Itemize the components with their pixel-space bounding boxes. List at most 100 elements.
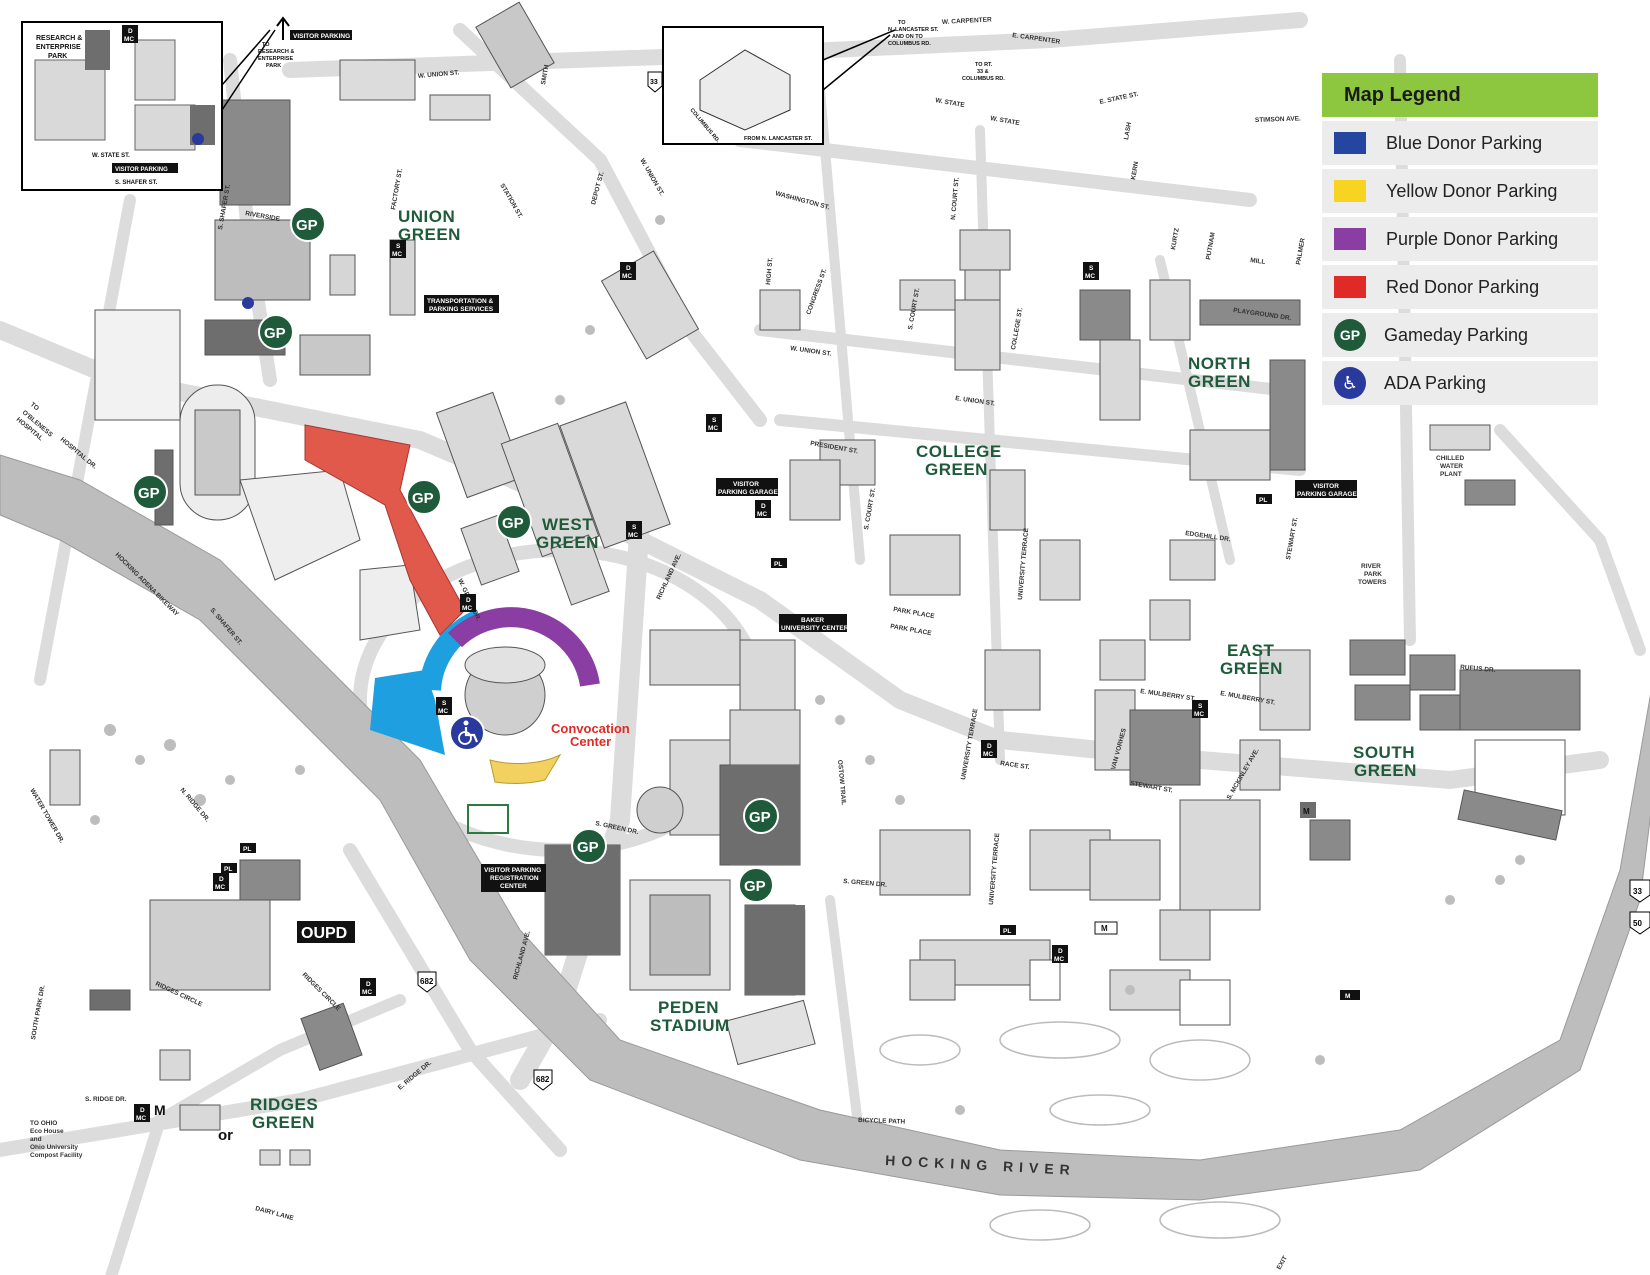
black-tags: TRANSPORTATION & PARKING SERVICES VISITO… xyxy=(122,25,1360,1122)
pl-tag-e: PL xyxy=(1003,928,1011,935)
legend-item-label: Gameday Parking xyxy=(1384,324,1529,345)
to-research-3: ENTERPRISE xyxy=(258,56,293,62)
to-lancaster-1: TO xyxy=(898,20,906,26)
to-research-4: PARK xyxy=(266,63,281,69)
legend-item-gameday: GP Gameday Parking xyxy=(1322,313,1598,357)
dmc-tag-h-1: D xyxy=(366,981,371,988)
inset-left-visitor: VISITOR PARKING xyxy=(115,167,168,173)
street-kurtz: KURTZ xyxy=(1170,227,1181,250)
east-green-2: GREEN xyxy=(1220,659,1283,678)
to-ohio-4: Ohio University xyxy=(30,1144,78,1151)
route-33: 33 xyxy=(1633,887,1642,896)
hocking-river xyxy=(0,454,1650,1201)
inset-left-street: W. STATE ST. xyxy=(92,153,130,159)
to-research-1: TO xyxy=(262,42,270,48)
pl-tag-c: PL xyxy=(774,561,782,568)
legend-title: Map Legend xyxy=(1322,73,1598,117)
wheelchair-icon: ♿ xyxy=(1334,367,1366,399)
legend-item-red: Red Donor Parking xyxy=(1322,265,1598,309)
union-green-2: GREEN xyxy=(398,225,461,244)
legend-item-label: ADA Parking xyxy=(1384,372,1487,393)
pl-tag-b: PL xyxy=(224,866,232,873)
gp-icon: GP xyxy=(290,206,326,242)
inset-left-title-2: ENTERPRISE xyxy=(36,44,81,51)
oupd-text: OUPD xyxy=(301,925,347,942)
smc-tag-e-2: MC xyxy=(1085,273,1095,280)
route-50: 50 xyxy=(1633,919,1642,928)
blue-swatch xyxy=(1334,132,1366,154)
route-shields: 682 682 33 50 xyxy=(417,879,1650,1091)
gp-icon: GP xyxy=(132,474,168,510)
street-stimson: STIMSON AVE. xyxy=(1255,115,1301,124)
dmc-tag-f-1: D xyxy=(1058,948,1063,955)
gp-text-6: GP xyxy=(749,809,771,826)
gp-text-7: GP xyxy=(577,839,599,856)
street-dow-trail: OSTOW TRAIL xyxy=(836,760,847,806)
smc-tag-a-1: S xyxy=(396,243,401,250)
south-green-2: GREEN xyxy=(1354,761,1417,780)
smc-tag-a-2: MC xyxy=(392,251,402,258)
to-ohio-3: and xyxy=(30,1136,42,1143)
dmc-tag-d-1: D xyxy=(761,503,766,510)
ridges-l-m: M xyxy=(154,1102,166,1118)
m-tag-a: M xyxy=(1345,993,1350,1000)
west-green-2: GREEN xyxy=(536,533,599,552)
river-park-3: TOWERS xyxy=(1358,579,1387,586)
route-682-a: 682 xyxy=(420,977,434,986)
river-park-2: PARK xyxy=(1364,571,1382,578)
college-green-1: COLLEGE xyxy=(916,442,1002,461)
inset-left-title-3: PARK xyxy=(48,53,67,60)
inset-right-from: FROM N. LANCASTER ST. xyxy=(744,136,813,142)
smc-tag-f-1: S xyxy=(1198,703,1203,710)
yellow-swatch xyxy=(1334,180,1366,202)
gameday-lots xyxy=(545,765,805,995)
dmc-tag-a-1: D xyxy=(128,28,133,35)
small-ada-icon xyxy=(192,133,254,309)
transport-tag-2: PARKING SERVICES xyxy=(429,306,494,313)
smc-tag-e-1: S xyxy=(1089,265,1094,272)
chilled-2: WATER xyxy=(1440,463,1463,470)
dmc-tag-g-2: MC xyxy=(215,884,225,891)
dmc-tag-i-2: MC xyxy=(136,1115,146,1122)
inset-right-route: 33 xyxy=(650,79,658,86)
purple-donor-parking xyxy=(448,607,600,687)
street-s-ridge: S. RIDGE DR. xyxy=(85,1096,127,1103)
gp-icon: GP xyxy=(571,828,607,864)
inset-left-shafer: S. SHAFER ST. xyxy=(115,180,158,186)
inset-right: FROM N. LANCASTER ST. COLUMBUS RD. 33 TO… xyxy=(647,20,1005,145)
visitor-reg-1: VISITOR PARKING xyxy=(484,867,541,874)
river-park-1: RIVER xyxy=(1361,563,1381,570)
to-lancaster-3: AND ON TO xyxy=(892,34,923,40)
purple-swatch xyxy=(1334,228,1366,250)
blue-donor-parking xyxy=(370,670,445,755)
gp-text-5: GP xyxy=(502,515,524,532)
green-labels: UNION GREEN WEST GREEN COLLEGE GREEN NOR… xyxy=(250,207,1417,1132)
legend-item-label: Red Donor Parking xyxy=(1386,276,1540,297)
gp-text-1: GP xyxy=(296,217,318,234)
gp-icon: GP xyxy=(743,798,779,834)
smc-tag-c-2: MC xyxy=(628,532,638,539)
ridges-green-1: RIDGES xyxy=(250,1095,318,1114)
to-rt-2: 33 & xyxy=(977,69,989,75)
north-green-2: GREEN xyxy=(1188,372,1251,391)
peden-1: PEDEN xyxy=(658,998,719,1017)
route-682-b: 682 xyxy=(536,1075,550,1084)
visitor-garage-east-1: VISITOR xyxy=(1313,483,1339,490)
gp-badges: GP GP GP GP GP GP GP GP xyxy=(132,206,779,903)
or-label: or xyxy=(218,1127,233,1144)
street-n-court: N. COURT ST. xyxy=(950,177,961,220)
to-rt-3: COLUMBUS RD. xyxy=(962,76,1005,82)
smc-tag-b-1: S xyxy=(712,417,717,424)
red-donor-parking xyxy=(304,424,466,636)
street-high: HIGH ST. xyxy=(765,257,774,285)
street-lash: LASH xyxy=(1123,121,1133,140)
gp-text-8: GP xyxy=(744,878,766,895)
dmc-tag-a-2: MC xyxy=(124,36,134,43)
to-ohio-5: Compost Facility xyxy=(30,1152,83,1159)
visitor-reg-2: REGISTRATION xyxy=(490,875,539,882)
golf-course xyxy=(879,1021,1281,1241)
to-lancaster-4: COLUMBUS RD. xyxy=(888,41,931,47)
street-mill: MILL xyxy=(1250,257,1266,266)
gp-text-4: GP xyxy=(412,490,434,507)
legend-item-blue: Blue Donor Parking xyxy=(1322,121,1598,165)
